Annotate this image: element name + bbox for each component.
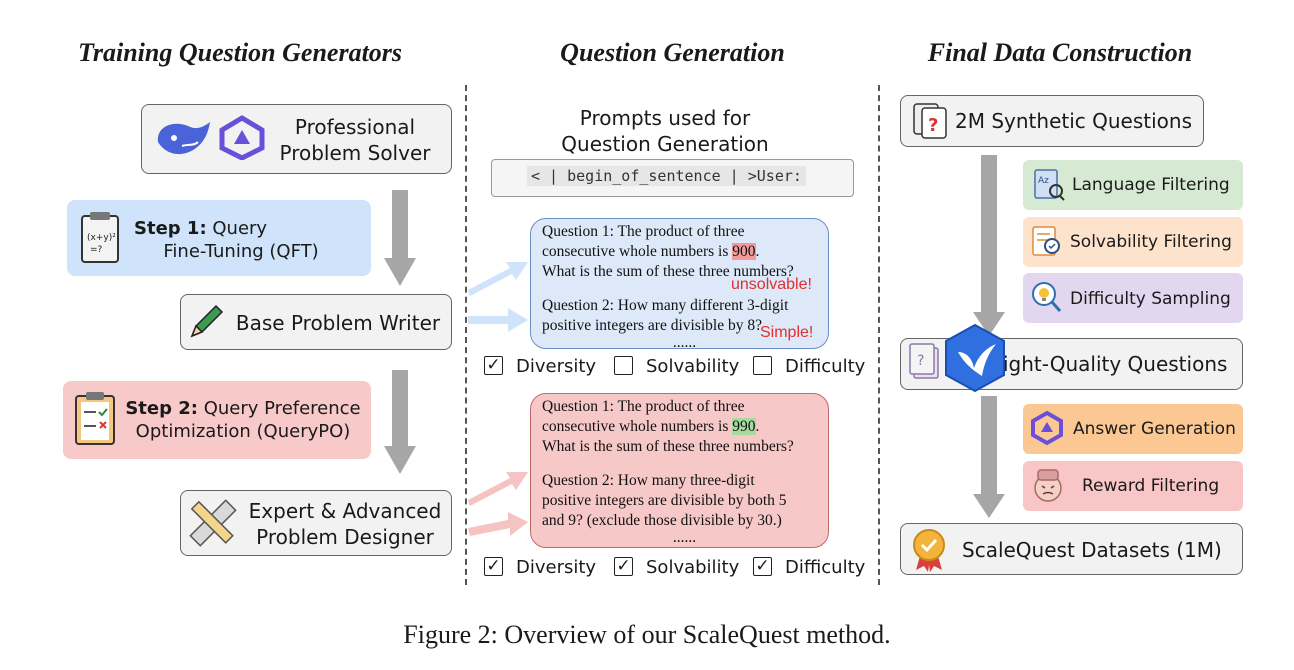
svg-text:=?: =? <box>90 245 103 255</box>
scalequest-datasets-label: ScaleQuest Datasets (1M) <box>962 538 1222 562</box>
label-solvability-top: Solvability <box>646 356 740 377</box>
high-quality-questions-label: ight-Quality Questions <box>1003 352 1228 376</box>
document-question-icon: ? <box>909 343 939 379</box>
checkbox-diversity-top: ✓ <box>484 356 503 375</box>
red-arrows <box>468 472 528 536</box>
divider-right <box>878 85 880 585</box>
svg-text:?: ? <box>928 115 938 136</box>
award-badge-icon <box>913 529 945 572</box>
header-question-generation: Question Generation <box>560 38 785 67</box>
tag-unsolvable: unsolvable! <box>731 276 812 293</box>
base-writer-label: Base Problem Writer <box>235 311 441 335</box>
highlight-990: 990 <box>732 418 756 435</box>
synthetic-questions-label: 2M Synthetic Questions <box>955 109 1192 133</box>
blue-arrows <box>468 262 528 332</box>
svg-text:?: ? <box>917 353 924 369</box>
question-bottom-text: Question 1: The product of three consecu… <box>542 398 794 546</box>
checklist-clipboard-icon <box>75 392 115 445</box>
question-cards-icon: ? <box>913 103 947 139</box>
pencil-icon <box>190 304 224 338</box>
label-diversity-top: Diversity <box>516 356 597 377</box>
divider-left <box>465 85 467 585</box>
difficulty-sampling-box <box>1023 273 1243 323</box>
prompt-code: < | begin_of_sentence | >User: <box>527 166 806 186</box>
checkbox-diversity-bottom: ✓ <box>484 557 503 576</box>
scalequest-logo-icon <box>945 323 1005 393</box>
checkbox-difficulty-bottom: ✓ <box>753 557 772 576</box>
question-box-top <box>530 218 829 349</box>
scalequest-datasets-box <box>900 523 1243 575</box>
base-writer-box <box>180 294 452 350</box>
header-training: Training Question Generators <box>77 38 403 67</box>
qwen-icon <box>219 115 265 160</box>
svg-text:(x+y)²: (x+y)² <box>87 233 116 243</box>
language-filter-icon: Az <box>1034 169 1065 201</box>
ruler-pencil-icon <box>189 499 237 547</box>
figure-caption: Figure 2: Overview of our ScaleQuest met… <box>403 620 891 649</box>
solvability-filter-icon <box>1032 226 1060 256</box>
qwen-small-icon <box>1031 410 1063 446</box>
highlight-900: 900 <box>732 243 756 260</box>
reward-filtering-label: Reward Filtering <box>1082 476 1220 496</box>
language-filter-box <box>1023 160 1243 210</box>
flow-arrows-right <box>973 155 1005 518</box>
flow-arrows-left <box>384 190 416 474</box>
svg-text:Az: Az <box>1038 176 1049 186</box>
label-difficulty-bottom: Difficulty <box>785 557 866 578</box>
checkbox-difficulty-top <box>753 356 772 375</box>
whale-icon <box>157 122 210 155</box>
header-final-data: Final Data Construction <box>927 38 1193 67</box>
lightbulb-magnifier-icon <box>1032 282 1062 312</box>
answer-generation-label: Answer Generation <box>1073 419 1236 439</box>
step1-label: Step 1: Query Fine-Tuning (QFT) <box>134 218 319 262</box>
question-box-bottom <box>530 393 829 548</box>
difficulty-sampling-label: Difficulty Sampling <box>1070 289 1231 309</box>
solvability-filter-label: Solvability Filtering <box>1070 232 1232 252</box>
checkbox-solvability-top <box>614 356 633 375</box>
language-filter-label: Language Filtering <box>1072 175 1230 195</box>
label-diversity-bottom: Diversity <box>516 557 597 578</box>
clipboard-formula-icon: (x+y)² =? <box>81 212 119 263</box>
reward-judge-icon <box>1034 469 1062 502</box>
synthetic-questions-box <box>900 95 1204 147</box>
solvability-filter-box <box>1023 217 1243 267</box>
step2-label: Step 2: Query Preference Optimization (Q… <box>125 398 361 442</box>
question-top-text: Question 1: The product of three consecu… <box>542 223 794 351</box>
tag-simple: Simple! <box>760 324 814 341</box>
checkbox-solvability-bottom: ✓ <box>614 557 633 576</box>
label-solvability-bottom: Solvability <box>646 557 740 578</box>
label-difficulty-top: Difficulty <box>785 356 866 377</box>
